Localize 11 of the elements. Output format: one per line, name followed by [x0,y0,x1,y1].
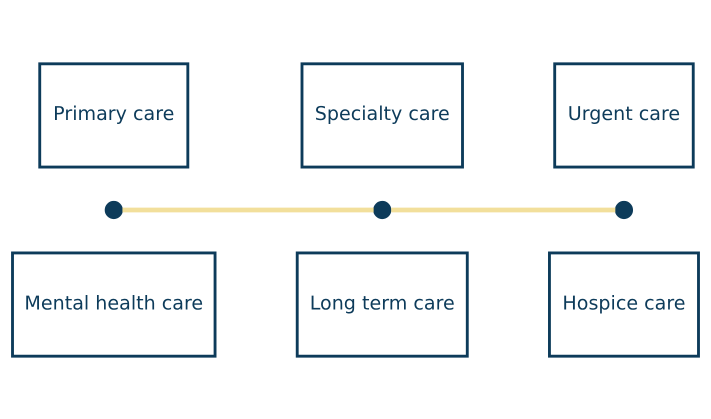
node-circle [373,200,392,219]
node-box: Specialty care [300,62,464,168]
connector [122,207,374,212]
node-circle [104,200,123,219]
node-circle [614,200,634,219]
node-box: Urgent care [553,62,695,168]
node-box: Primary care [38,62,190,168]
node-box: Long term care [296,251,469,358]
node-box: Mental health care [11,251,216,358]
node-box: Hospice care [548,251,700,358]
connector [391,207,616,212]
